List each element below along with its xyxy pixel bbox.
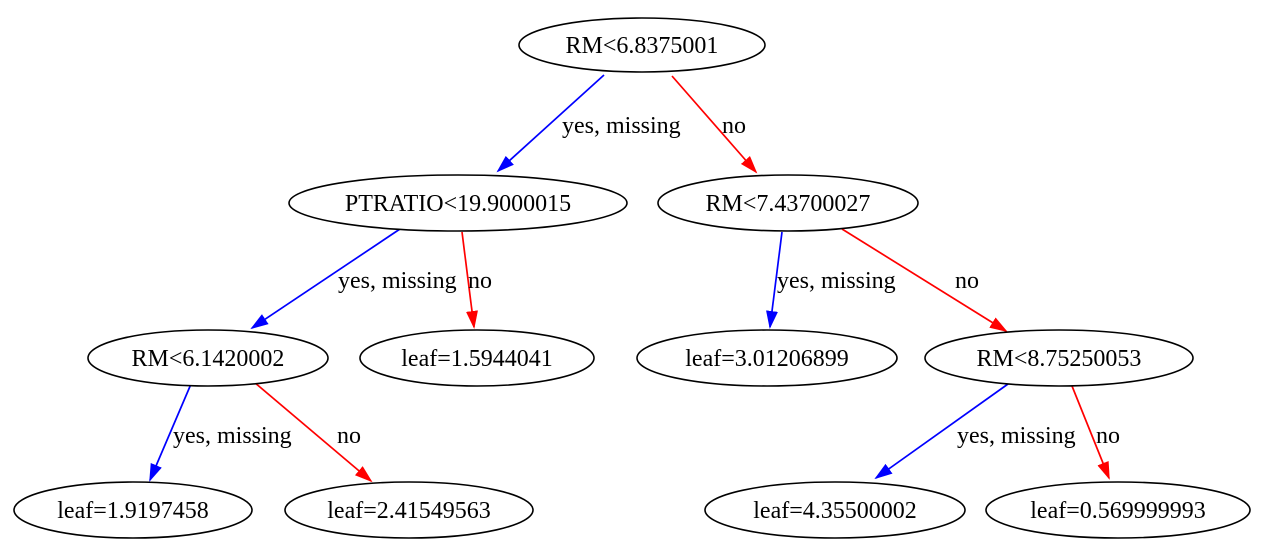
edges (149, 74, 1110, 483)
node-leaf-301206899-shape (636, 329, 898, 387)
edge-root-yes (496, 74, 605, 173)
edge-ptratio-no (461, 231, 478, 329)
node-rm6142: RM<6.1420002 (87, 329, 329, 387)
node-rm87525-shape (924, 329, 1194, 387)
node-root: RM<6.8375001 (518, 17, 766, 73)
node-rm6142-shape (87, 329, 329, 387)
edge-root-no (671, 75, 758, 174)
node-ptratio: PTRATIO<19.9000015 (288, 174, 628, 232)
node-leaf-301206899: leaf=3.01206899 (636, 329, 898, 387)
node-rm6142-label: RM<6.1420002 (132, 346, 285, 372)
edge-label-rm6142-yes: yes, missing (173, 423, 292, 449)
edge-rm87525-no (1071, 385, 1110, 480)
edge-label-rm6142-no: no (337, 423, 361, 449)
node-leaf-0569999993: leaf=0.569999993 (985, 481, 1251, 539)
node-rm7437: RM<7.43700027 (657, 174, 919, 232)
edge-label-ptratio-yes: yes, missing (338, 268, 457, 294)
node-rm87525-label: RM<8.75250053 (977, 346, 1142, 372)
edge-label-ptratio-no: no (468, 268, 492, 294)
node-leaf-0569999993-shape (985, 481, 1251, 539)
edge-ptratio-yes (250, 228, 401, 330)
edge-label-rm87525-yes: yes, missing (957, 423, 1076, 449)
node-leaf-435500002-label: leaf=4.35500002 (753, 498, 917, 524)
edge-label-root-yes: yes, missing (562, 113, 681, 139)
node-ptratio-label: PTRATIO<19.9000015 (345, 191, 571, 217)
node-leaf-435500002-shape (704, 481, 966, 539)
edge-rm6142-yes (149, 383, 192, 482)
node-root-label: RM<6.8375001 (566, 33, 719, 59)
node-leaf-19197458-shape (13, 481, 253, 539)
node-rm7437-label: RM<7.43700027 (706, 191, 871, 217)
node-leaf-241549563-label: leaf=2.41549563 (327, 498, 491, 524)
node-leaf-15944041-label: leaf=1.5944041 (401, 346, 553, 372)
node-leaf-241549563-shape (284, 481, 534, 539)
nodes: RM<6.8375001 PTRATIO<19.9000015 RM<7.437… (13, 17, 1251, 539)
edge-label-root-no: no (722, 113, 746, 139)
node-root-shape (518, 17, 766, 73)
edge-rm7437-no (841, 228, 1008, 333)
node-rm87525: RM<8.75250053 (924, 329, 1194, 387)
node-leaf-241549563: leaf=2.41549563 (284, 481, 534, 539)
edge-labels: yes, missing no yes, missing no yes, mis… (173, 113, 1120, 449)
node-leaf-15944041-shape (359, 329, 595, 387)
node-leaf-15944041: leaf=1.5944041 (359, 329, 595, 387)
edge-label-rm87525-no: no (1096, 423, 1120, 449)
edge-label-rm7437-no: no (955, 268, 979, 294)
edge-rm6142-no (253, 381, 373, 483)
edge-rm87525-yes (874, 383, 1009, 480)
node-rm7437-shape (657, 174, 919, 232)
edge-rm7437-yes (766, 231, 783, 329)
edge-label-rm7437-yes: yes, missing (777, 268, 896, 294)
node-leaf-19197458-label: leaf=1.9197458 (57, 498, 209, 524)
node-leaf-0569999993-label: leaf=0.569999993 (1030, 498, 1206, 524)
node-leaf-19197458: leaf=1.9197458 (13, 481, 253, 539)
node-leaf-435500002: leaf=4.35500002 (704, 481, 966, 539)
node-ptratio-shape (288, 174, 628, 232)
node-leaf-301206899-label: leaf=3.01206899 (685, 346, 849, 372)
